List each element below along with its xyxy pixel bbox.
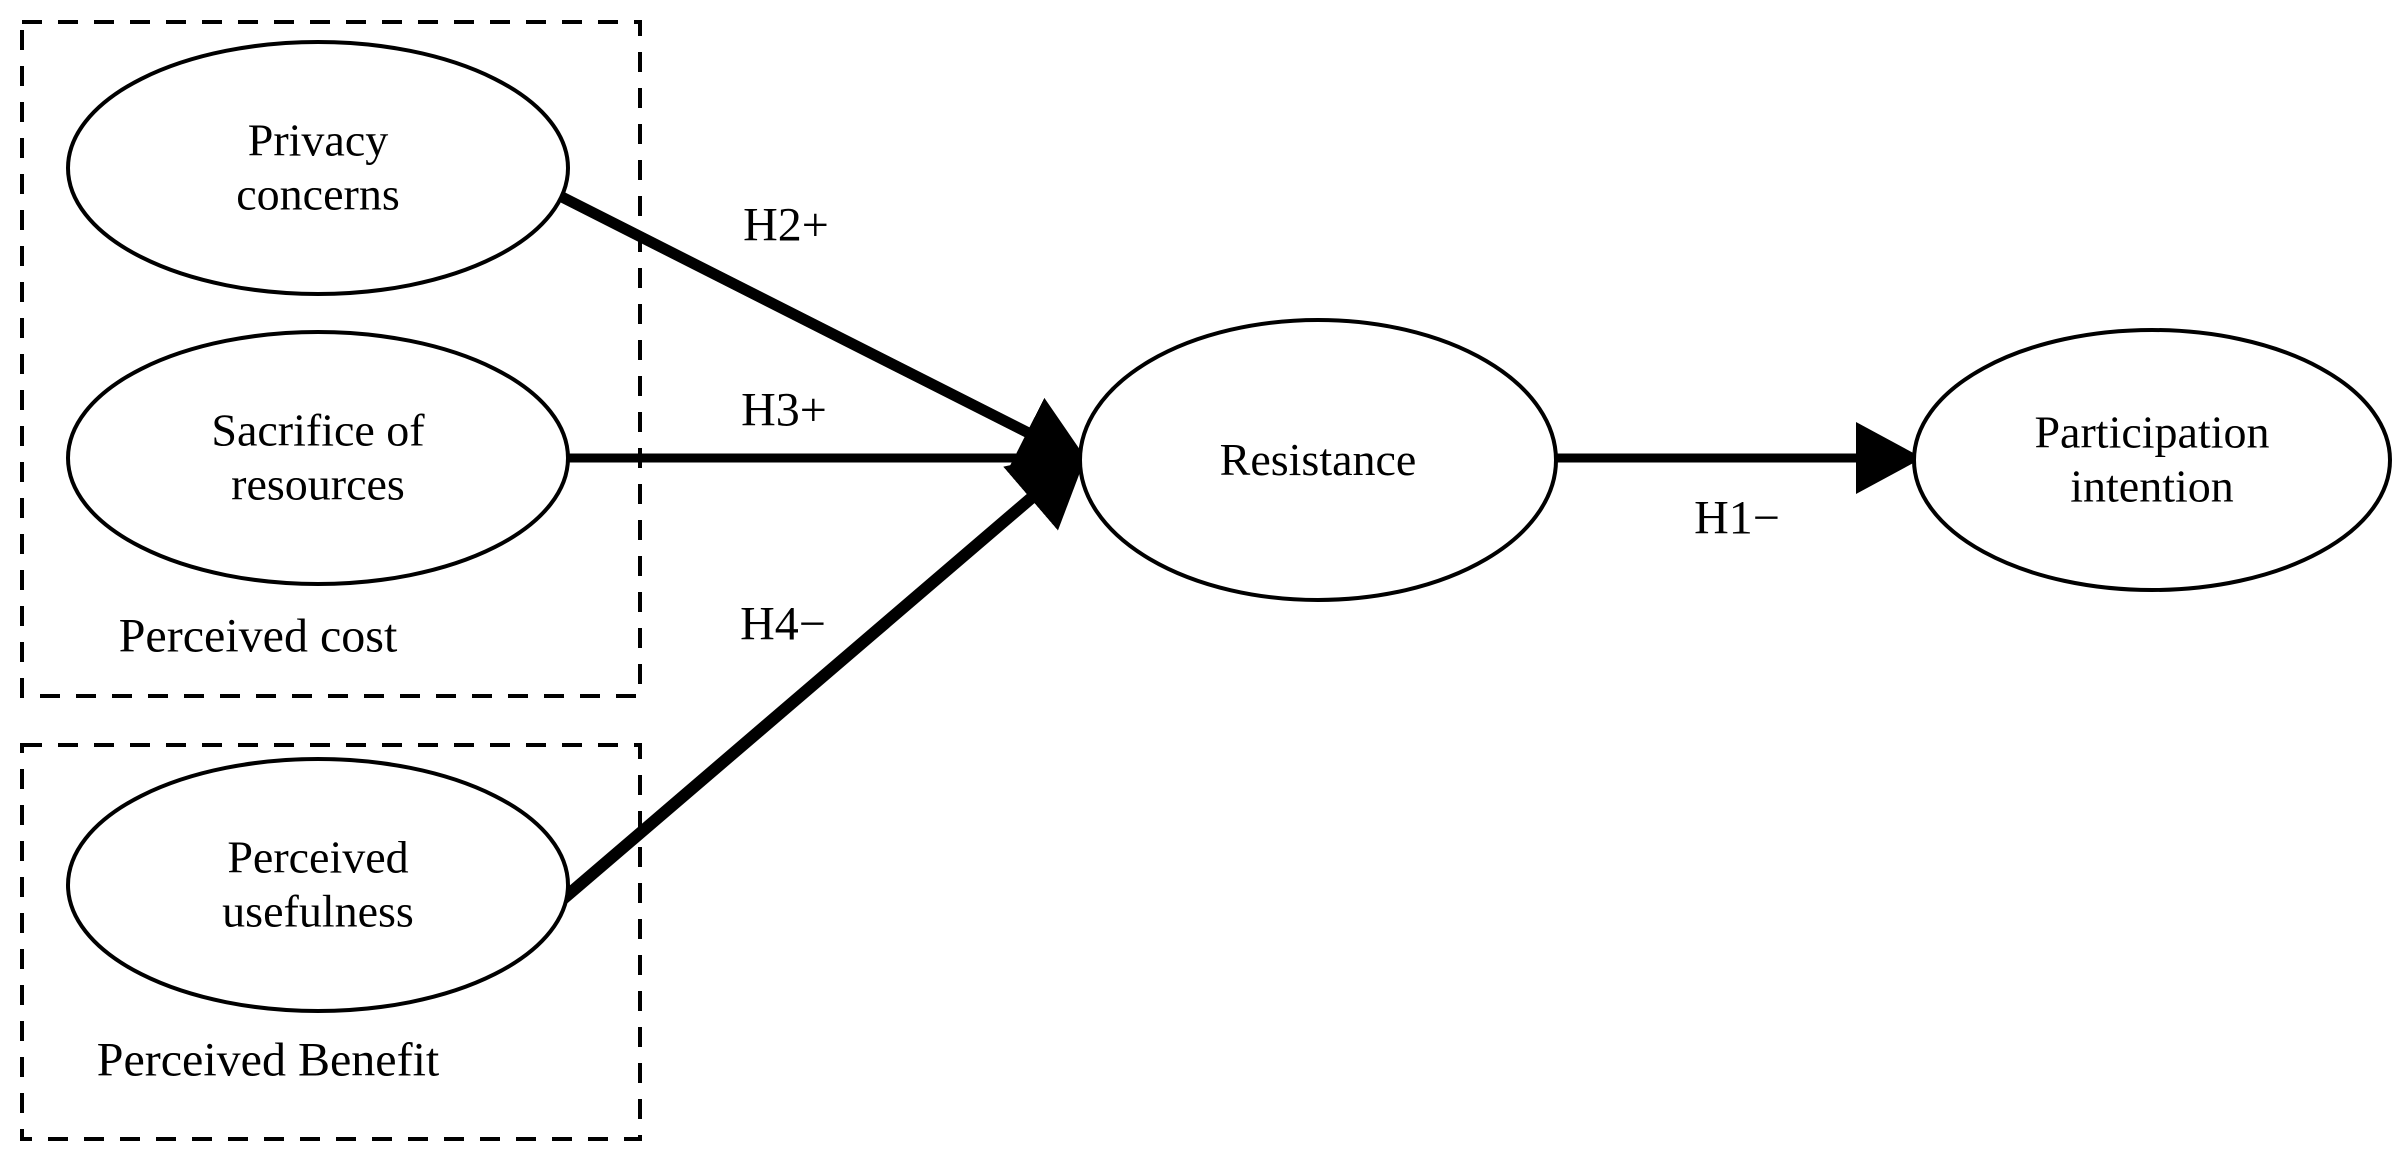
node-shape-perceived-usefulness[interactable] — [66, 757, 570, 1013]
group-frame-perceived-cost — [20, 20, 642, 698]
node-shape-resistance[interactable] — [1078, 318, 1558, 602]
node-shape-privacy-concerns[interactable] — [66, 40, 570, 296]
node-shape-participation-intention[interactable] — [1912, 328, 2392, 592]
edge-h2-line — [555, 190, 1090, 467]
edge-h4-line — [558, 448, 1089, 905]
node-shape-sacrifice-of-resources[interactable] — [66, 330, 570, 586]
